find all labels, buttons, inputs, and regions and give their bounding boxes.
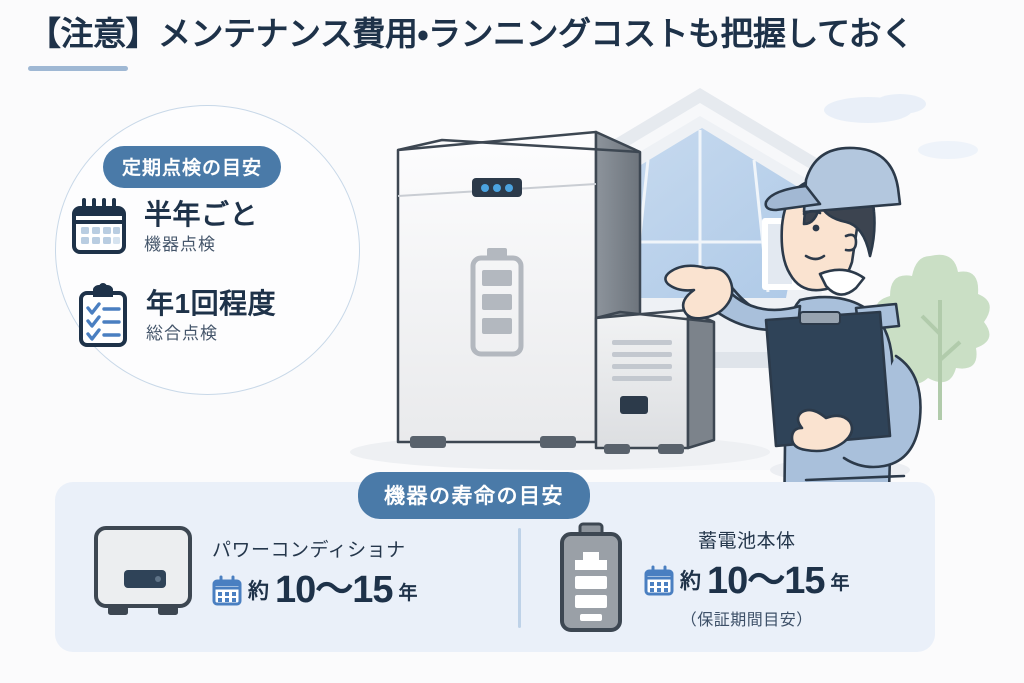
lifespan-approx: 約: [680, 570, 701, 594]
calendar-icon-small: [212, 575, 242, 606]
page-title: 【注意】メンテナンス費用・ランニングコストも把握しておく: [28, 15, 914, 52]
lifespan-column-battery: 蓄電池本体 約 10〜15 年 （保証期間目: [552, 522, 850, 634]
inspection-item-main: 半年ごと: [144, 199, 259, 230]
title-underline: [28, 65, 128, 71]
battery-icon: [560, 522, 622, 632]
panel-divider: [518, 528, 521, 628]
inspection-item-annual: 年1回程度 総合点検: [74, 283, 276, 349]
header: 【注意】メンテナンス費用・ランニングコストも把握しておく: [28, 14, 988, 71]
lifespan-column-power-conditioner: パワーコンディショナ 約 10〜15 年: [88, 522, 418, 622]
lifespan-value: 約 10〜15 年: [644, 559, 850, 602]
clipboard-check-icon: [79, 283, 127, 347]
calendar-icon-small: [644, 565, 674, 596]
lifespan-label: パワーコンディショナ: [212, 540, 406, 562]
inspection-item-sub: 総合点検: [146, 324, 218, 343]
clipboard-icon: [764, 310, 892, 448]
lifespan-years: 10〜15: [707, 559, 826, 602]
inspection-badge: 定期点検の目安: [103, 146, 282, 188]
outdoor-power-unit-icon: [594, 308, 716, 454]
lifespan-note: （保証期間目安）: [680, 612, 813, 630]
lifespan-badge: 機器の寿命の目安: [358, 472, 590, 519]
battery-symbol-icon: [470, 248, 524, 357]
tree-icon: [872, 254, 990, 420]
lifespan-label: 蓄電池本体: [698, 530, 796, 552]
power-conditioner-icon: [94, 526, 192, 615]
lifespan-years: 10〜15: [275, 569, 394, 612]
cloud-icon: [824, 94, 978, 159]
lifespan-value: 約 10〜15 年: [212, 569, 418, 612]
inspection-item-main: 年1回程度: [146, 288, 277, 319]
lifespan-unit: 年: [830, 573, 850, 595]
inspection-item-semiannual: 半年ごと 機器点検: [68, 196, 258, 258]
lifespan-unit: 年: [398, 582, 418, 604]
storage-battery-cabinet-icon: [396, 130, 642, 448]
led-indicator: [472, 178, 522, 197]
lifespan-approx: 約: [248, 579, 269, 603]
calendar-icon: [72, 198, 126, 254]
inspection-item-sub: 機器点検: [144, 235, 216, 254]
